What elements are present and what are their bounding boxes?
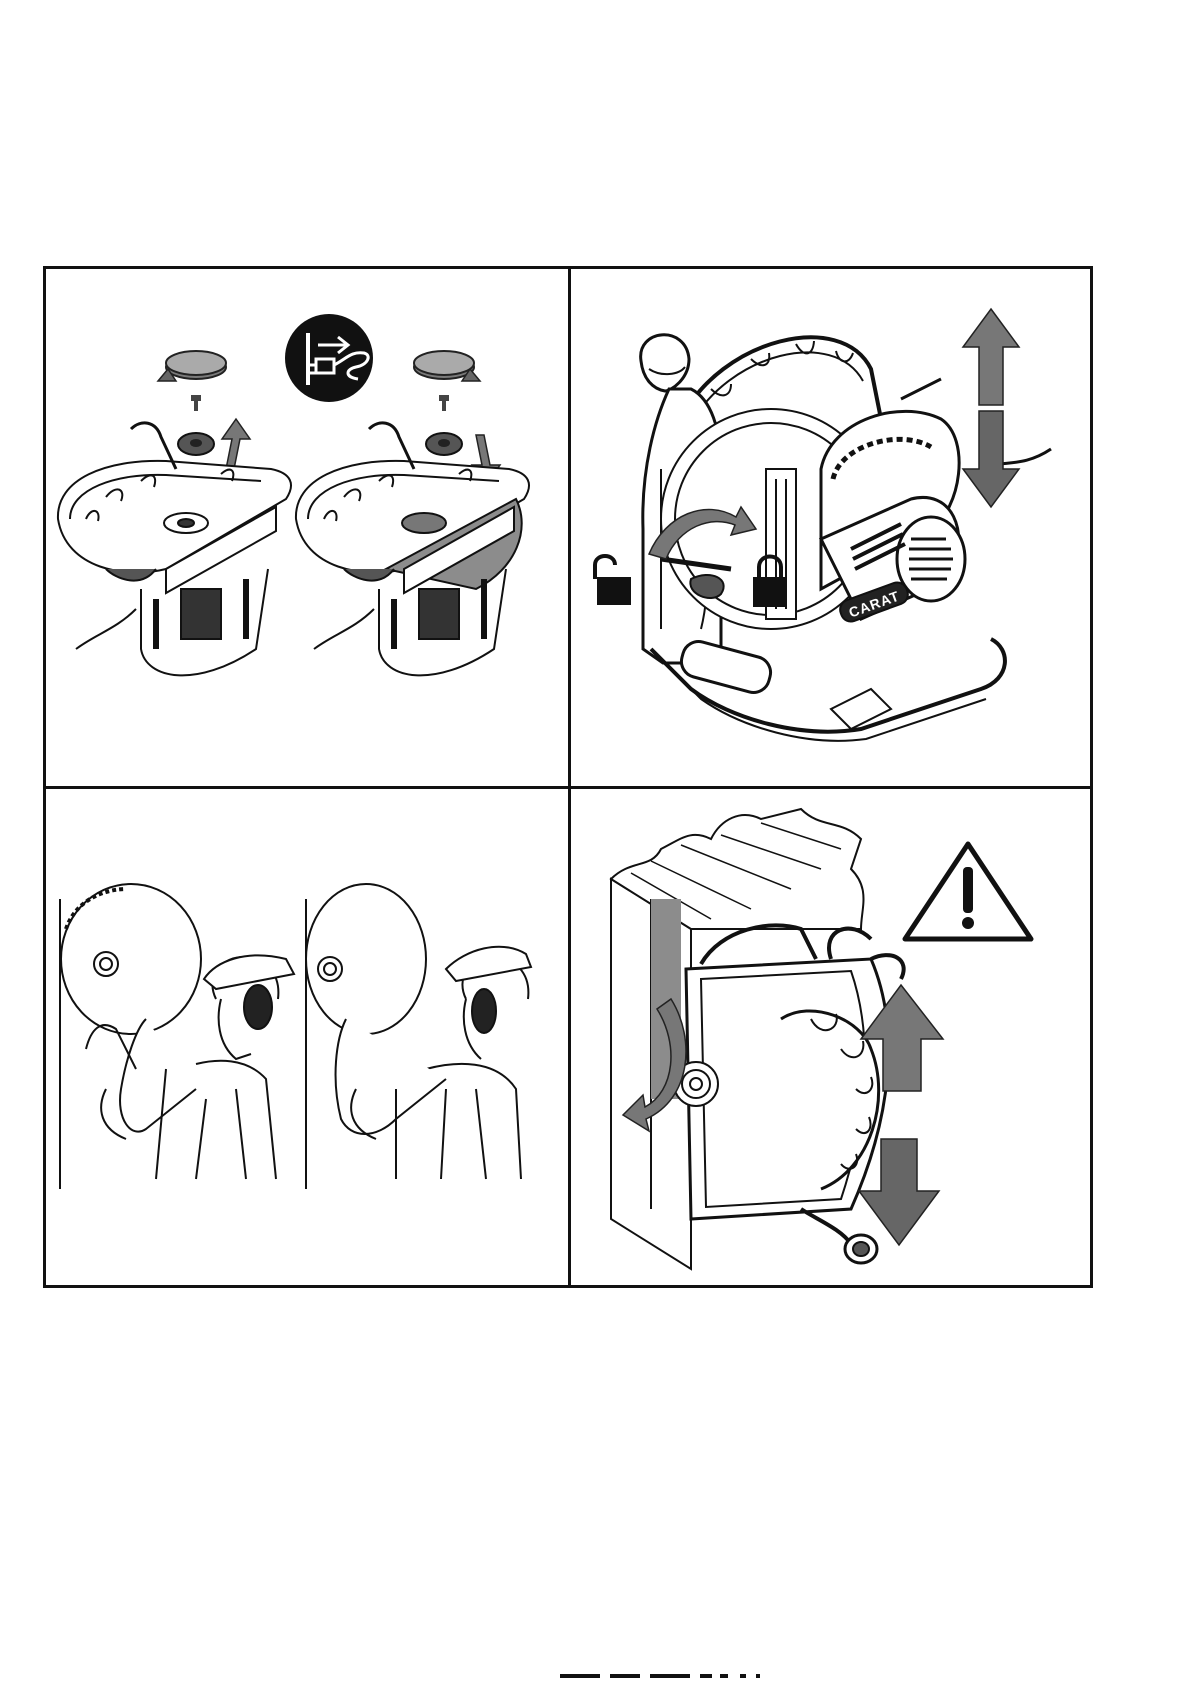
print-registration-marks	[560, 1672, 860, 1680]
rotate-clockwise-icon	[414, 351, 480, 381]
bolt-icon	[191, 395, 201, 411]
flange-washer-icon	[178, 433, 214, 455]
panel-depth-adjustment: CARAT	[571, 269, 1090, 789]
double-vertical-arrow-icon	[963, 309, 1019, 507]
flange-washer-icon	[426, 433, 462, 455]
arrow-up-icon	[222, 419, 250, 469]
saw-illustration-left	[58, 423, 291, 675]
unlock-icon	[595, 556, 631, 605]
operator-scene-right	[306, 884, 531, 1189]
saw-illustration-right	[296, 423, 529, 675]
warning-triangle-icon	[905, 844, 1031, 939]
panel-operator-posture	[46, 789, 571, 1285]
saw-illustration-wall	[674, 925, 904, 1263]
operator-scene-left	[60, 884, 294, 1189]
panel-wall-cutting	[571, 789, 1090, 1285]
bolt-icon	[439, 395, 449, 411]
unplug-power-icon	[285, 314, 373, 402]
panel-blade-mounting	[46, 269, 571, 789]
instruction-figure-grid: CARAT	[43, 266, 1093, 1288]
rotate-counterclockwise-icon	[158, 351, 226, 381]
